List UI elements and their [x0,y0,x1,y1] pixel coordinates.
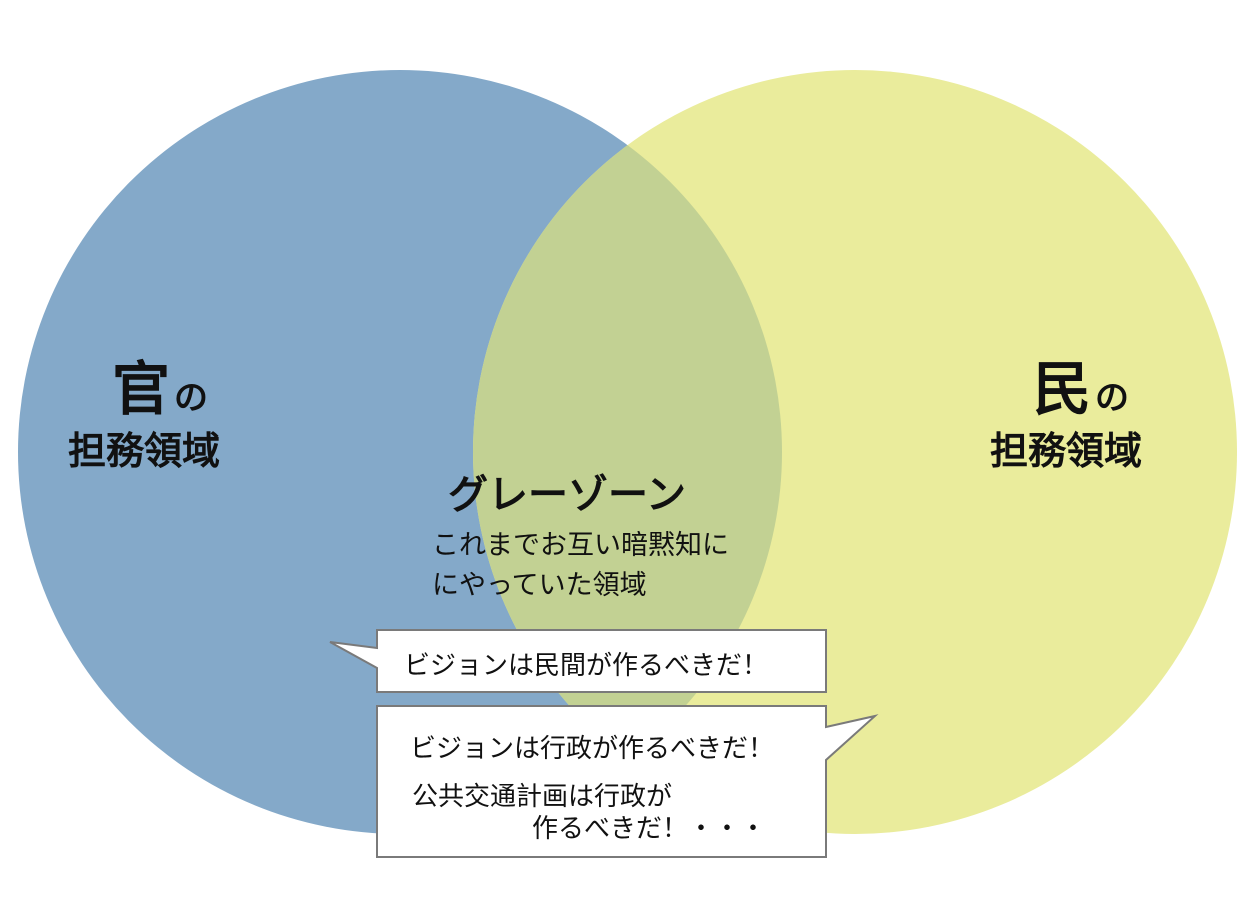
gray-zone-description-line-1: これまでお互い暗黙知に [432,530,729,561]
right-bubble-line-2: 公共交通計画は行政が [412,782,673,812]
government-domain-text: 担務領域 [68,429,221,473]
government-kanji: 官 [112,355,171,423]
government-particle: の [174,378,209,418]
right-bubble-line-3: 作るべきだ！・・・ [532,814,767,844]
right-speech-bubble [376,705,879,858]
gray-zone-description-line-2: にやっていた領域 [432,570,647,601]
government-label: 官の [112,360,208,419]
gray-zone-description: これまでお互い暗黙知に にやっていた領域 [432,526,729,606]
left-speech-bubble [329,629,827,693]
right-bubble-line-1: ビジョンは行政が作るべきだ！ [410,734,775,764]
gray-zone-title: グレーゾーン [448,472,686,518]
private-kanji: 民 [1033,355,1092,423]
left-bubble-text: ビジョンは民間が作るべきだ！ [404,651,769,681]
private-label: 民の [1033,360,1129,419]
private-domain-text: 担務領域 [990,429,1143,473]
private-particle: の [1095,378,1130,418]
